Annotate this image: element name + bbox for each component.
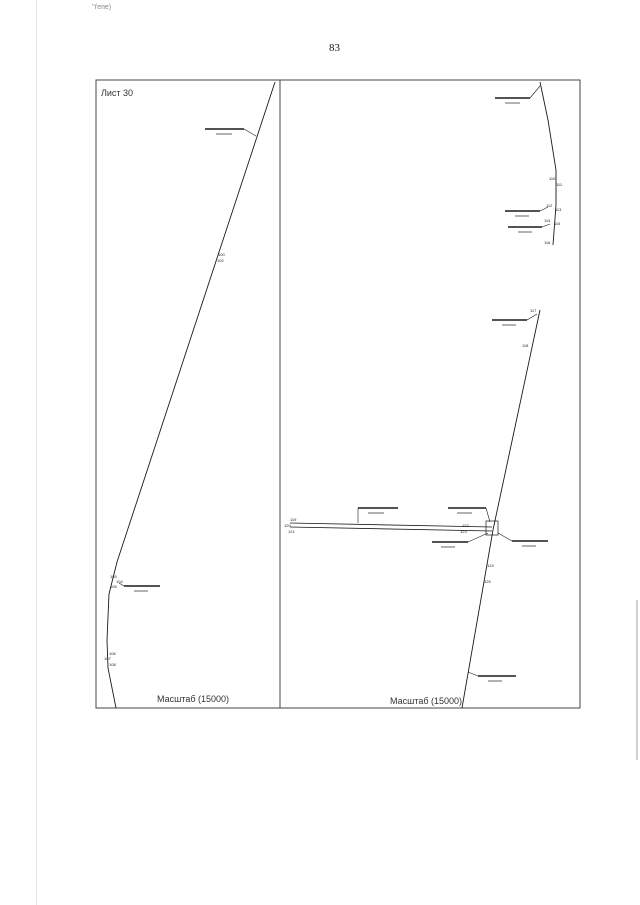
point-label: 124 bbox=[487, 563, 494, 568]
right-panel: 110 111 112 113 114 115 116 117 118 119 … bbox=[284, 81, 563, 709]
leader-label-top-right bbox=[495, 85, 541, 104]
leader-label-branch-3 bbox=[432, 532, 489, 548]
point-label: 111 bbox=[556, 182, 563, 187]
point-label: 123 bbox=[460, 529, 467, 534]
point-label: 119 bbox=[290, 517, 297, 522]
scale-label-right: Масштаб (15000) bbox=[390, 696, 462, 706]
scale-label-left: Масштаб (15000) bbox=[157, 694, 229, 704]
leader-label-mid-right-1 bbox=[505, 206, 549, 217]
leader-label-bottom-right bbox=[467, 671, 516, 682]
leader-label-right-3 bbox=[492, 313, 538, 326]
point-label: 110 bbox=[549, 176, 556, 181]
point-label: 117 bbox=[530, 308, 537, 313]
point-label: 116 bbox=[544, 240, 551, 245]
leader-label-mid-right-2 bbox=[508, 223, 551, 233]
point-label: 112 bbox=[546, 203, 553, 208]
branch-line-upper bbox=[289, 522, 493, 528]
page-number: 83 bbox=[329, 42, 340, 54]
point-label: 100 bbox=[218, 252, 225, 257]
point-label: 125 bbox=[484, 579, 491, 584]
point-label: 105 bbox=[110, 584, 117, 589]
point-label: 108 bbox=[109, 662, 116, 667]
point-label: 113 bbox=[555, 207, 562, 212]
corner-mark: ''ѓепе) bbox=[92, 4, 112, 11]
left-panel: Лист 30 100 102 103 104 105 106 107 108 … bbox=[101, 81, 276, 709]
leader-label-branch-4 bbox=[497, 532, 548, 547]
leader-label-branch-1 bbox=[357, 507, 398, 523]
point-label: 102 bbox=[217, 258, 224, 263]
point-label: 104 bbox=[116, 579, 123, 584]
point-label: 122 bbox=[462, 523, 469, 528]
branch-line-lower bbox=[289, 526, 493, 532]
scan-shadow-right bbox=[636, 600, 638, 760]
route-line-right-upper bbox=[539, 81, 557, 246]
point-label: 120 bbox=[284, 523, 291, 528]
route-line-left bbox=[106, 81, 276, 709]
junction-node bbox=[485, 520, 499, 536]
scan-shadow-left bbox=[36, 0, 37, 905]
sheet-label: Лист 30 bbox=[101, 88, 133, 98]
route-line-right-main bbox=[461, 309, 541, 709]
point-label: 103 bbox=[110, 574, 117, 579]
leader-label-bottom bbox=[118, 582, 160, 592]
point-label: 115 bbox=[554, 221, 561, 226]
point-label: 114 bbox=[544, 218, 551, 223]
point-label: 106 bbox=[109, 651, 116, 656]
leader-label-top bbox=[205, 128, 257, 137]
leader-label-branch-2 bbox=[448, 507, 491, 523]
map-frame bbox=[95, 79, 581, 709]
point-label: 121 bbox=[288, 529, 295, 534]
point-label: 107 bbox=[104, 656, 111, 661]
point-label: 118 bbox=[522, 343, 529, 348]
